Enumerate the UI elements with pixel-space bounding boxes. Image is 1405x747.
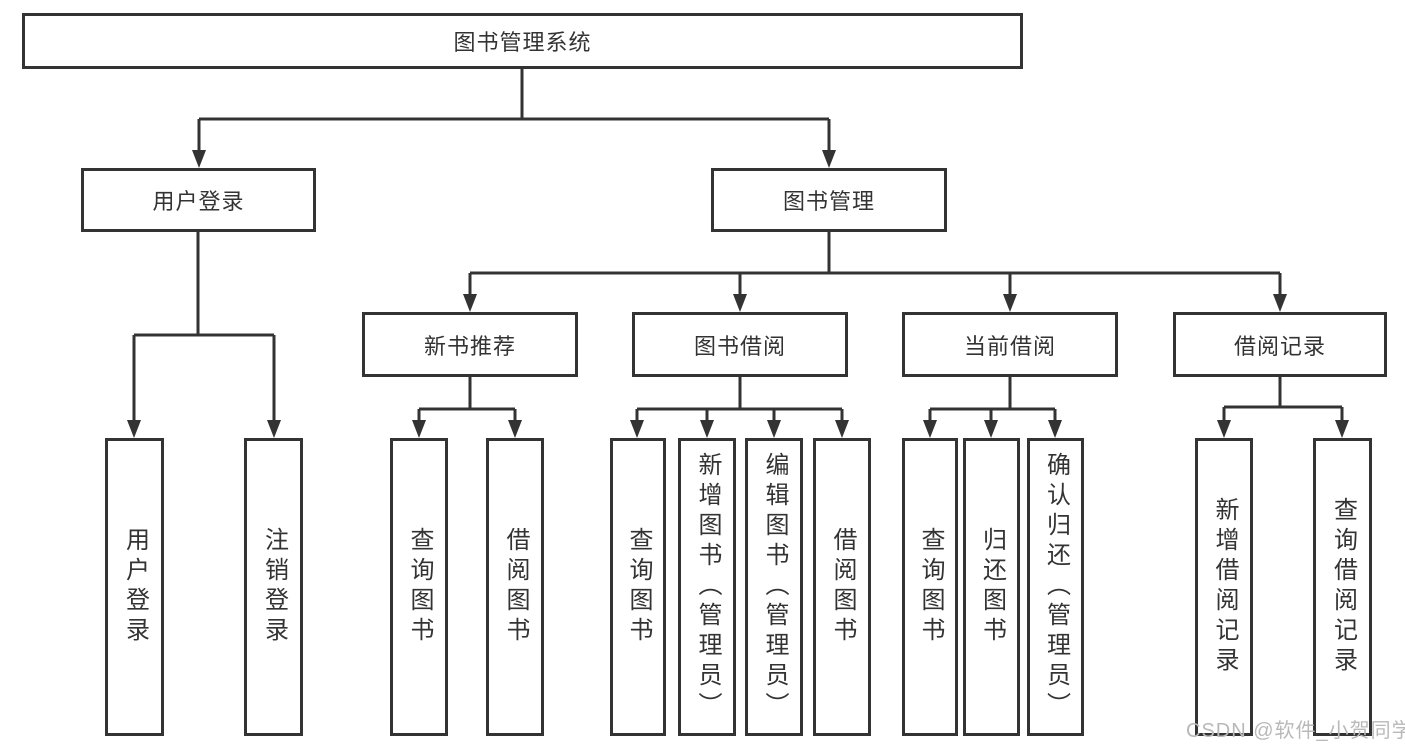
node-leaf-nbr-borrow: 借阅图书 — [486, 438, 544, 736]
leaf-label: 查询图书 — [625, 527, 652, 647]
arrowhead-icon — [984, 420, 998, 438]
arrowhead-icon — [192, 150, 206, 168]
node-leaf-logout: 注销登录 — [244, 438, 303, 736]
arrowhead-icon — [1048, 420, 1062, 438]
connector-user-login-split — [127, 232, 281, 438]
node-book-mgmt: 图书管理 — [711, 168, 947, 232]
node-leaf-br-add: 新增借阅记录 — [1195, 438, 1253, 736]
connector-line — [417, 377, 517, 422]
node-user-login: 用户登录 — [81, 168, 316, 232]
arrowhead-icon — [733, 294, 747, 312]
arrowhead-icon — [835, 420, 849, 438]
node-leaf-br-query: 查询借阅记录 — [1313, 438, 1372, 736]
node-leaf-user-login: 用户登录 — [105, 438, 164, 736]
connector-borrow-records-split — [1217, 377, 1349, 438]
node-new-book-rec: 新书推荐 — [362, 312, 578, 377]
arrowhead-icon — [700, 420, 714, 438]
connector-line — [635, 377, 844, 422]
node-leaf-cb-query: 查询图书 — [902, 438, 958, 736]
connector-book-borrow-split — [630, 377, 849, 438]
node-leaf-bb-add: 新增图书（管理员） — [678, 438, 736, 736]
connector-line — [468, 232, 1282, 296]
connector-book-mgmt-split — [463, 232, 1287, 312]
arrowhead-icon — [508, 420, 522, 438]
leaf-label: 编辑图书（管理员） — [761, 452, 788, 722]
node-leaf-cb-confirm: 确认归还（管理员） — [1027, 438, 1084, 736]
node-root: 图书管理系统 — [22, 13, 1023, 69]
arrowhead-icon — [767, 420, 781, 438]
arrowhead-icon — [127, 420, 141, 438]
leaf-label: 借阅图书 — [829, 527, 856, 647]
leaf-label: 查询图书 — [917, 527, 944, 647]
node-leaf-bb-query: 查询图书 — [610, 438, 666, 736]
leaf-label: 确认归还（管理员） — [1042, 452, 1070, 722]
leaf-label: 查询借阅记录 — [1329, 497, 1357, 677]
node-leaf-bb-borrow: 借阅图书 — [813, 438, 871, 736]
arrowhead-icon — [1335, 420, 1349, 438]
node-borrow-records: 借阅记录 — [1173, 312, 1387, 377]
connector-new-book-rec-split — [412, 377, 522, 438]
arrowhead-icon — [923, 420, 937, 438]
connector-current-borrow-split — [923, 377, 1062, 438]
leaf-label: 新增图书（管理员） — [694, 452, 721, 722]
connector-line — [928, 377, 1057, 422]
connector-root-split — [192, 69, 836, 168]
arrowhead-icon — [412, 420, 426, 438]
watermark: CSDN @软件_小贺同学 — [1186, 720, 1405, 742]
arrowhead-icon — [463, 294, 477, 312]
leaf-label: 用户登录 — [121, 527, 149, 647]
node-leaf-cb-return: 归还图书 — [963, 438, 1020, 736]
node-leaf-bb-edit: 编辑图书（管理员） — [745, 438, 803, 736]
leaf-label: 归还图书 — [978, 527, 1006, 647]
leaf-label: 查询图书 — [406, 527, 433, 647]
arrowhead-icon — [822, 150, 836, 168]
arrowhead-icon — [630, 420, 644, 438]
node-current-borrow: 当前借阅 — [902, 312, 1118, 377]
arrowhead-icon — [1273, 294, 1287, 312]
leaf-label: 新增借阅记录 — [1211, 497, 1238, 677]
arrowhead-icon — [267, 420, 281, 438]
node-book-borrow: 图书借阅 — [632, 312, 848, 377]
connector-line — [197, 69, 831, 152]
arrowhead-icon — [1217, 420, 1231, 438]
connector-line — [132, 232, 276, 422]
connector-line — [1222, 377, 1344, 422]
node-leaf-nbr-query: 查询图书 — [390, 438, 448, 736]
leaf-label: 注销登录 — [260, 527, 288, 647]
leaf-label: 借阅图书 — [502, 527, 529, 647]
arrowhead-icon — [1003, 294, 1017, 312]
